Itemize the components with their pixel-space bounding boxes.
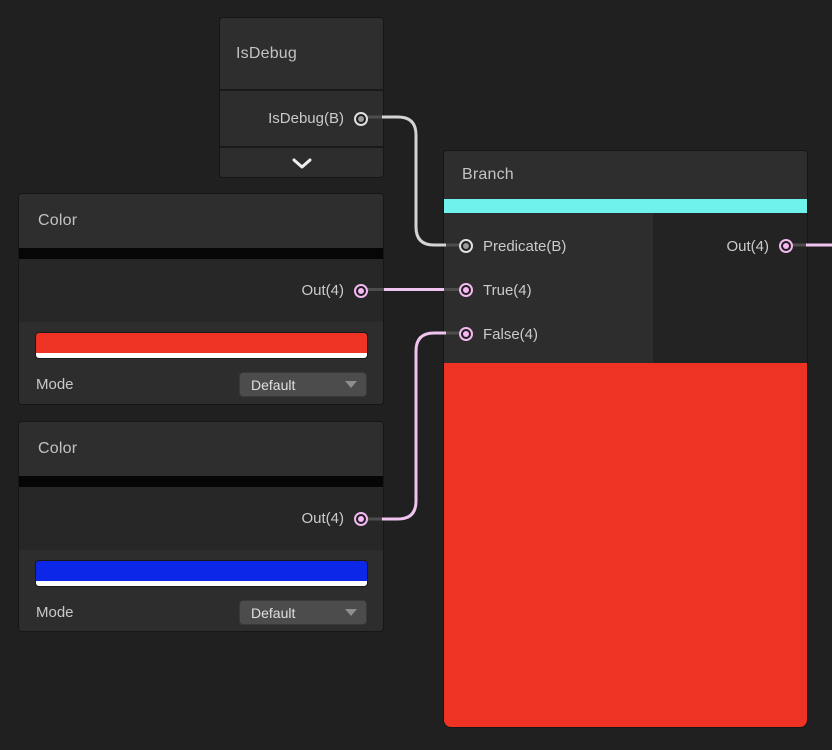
color-chip [36, 333, 367, 353]
chevron-down-icon [292, 158, 311, 169]
branch-ports: Predicate(B) True(4) False(4) Out(4) [444, 213, 807, 363]
node-color-2-header[interactable]: Color [19, 422, 383, 476]
port-in-false[interactable] [459, 327, 473, 341]
node-divider-band [19, 476, 383, 487]
port-label: False(4) [483, 325, 539, 343]
alpha-strip [36, 581, 367, 586]
port-out-color-2[interactable] [354, 511, 368, 526]
mode-row: Mode Default [36, 600, 367, 625]
color-2-output-row: Out(4) [19, 487, 383, 550]
port-dot [358, 287, 364, 294]
port-label: IsDebug(B) [268, 110, 344, 127]
port-label: Out(4) [726, 237, 769, 255]
port-out-branch[interactable] [779, 239, 793, 253]
color-swatch[interactable] [36, 333, 367, 358]
port-label: Out(4) [301, 282, 344, 299]
node-branch[interactable]: Branch Predicate(B) True(4) False(4) [443, 150, 808, 728]
port-label: Out(4) [301, 510, 344, 527]
node-isdebug[interactable]: IsDebug IsDebug(B) [219, 17, 384, 178]
mode-label: Mode [36, 376, 74, 393]
alpha-strip [36, 353, 367, 358]
isdebug-output-row: IsDebug(B) [220, 91, 383, 146]
port-in-true[interactable] [459, 283, 473, 297]
node-title: Color [38, 212, 78, 229]
dropdown-arrow-icon [345, 381, 357, 388]
dropdown-arrow-icon [345, 609, 357, 616]
color-swatch[interactable] [36, 561, 367, 586]
port-dot [783, 243, 789, 249]
node-color-2[interactable]: Color Out(4) Mode Default [18, 421, 384, 632]
node-isdebug-header[interactable]: IsDebug [220, 18, 383, 89]
node-title: Color [38, 440, 78, 457]
port-dot [358, 115, 364, 122]
node-preview[interactable] [444, 363, 807, 727]
branch-output-row: Out(4) [653, 224, 807, 268]
color-chip [36, 561, 367, 581]
port-dot [463, 287, 469, 293]
node-color-1[interactable]: Color Out(4) Mode Default [18, 193, 384, 405]
node-branch-header[interactable]: Branch [444, 151, 807, 199]
color-1-output-row: Out(4) [19, 259, 383, 322]
node-divider-band [19, 248, 383, 259]
branch-input-panel: Predicate(B) True(4) False(4) [444, 213, 653, 363]
mode-dropdown[interactable]: Default [239, 600, 367, 625]
color-2-body: Mode Default [19, 550, 383, 631]
node-title: IsDebug [236, 44, 297, 62]
port-label: Predicate(B) [483, 237, 567, 255]
mode-row: Mode Default [36, 372, 367, 397]
port-dot [463, 331, 469, 337]
port-dot [463, 243, 469, 249]
color-1-body: Mode Default [19, 322, 383, 404]
node-title: Branch [462, 166, 514, 183]
dropdown-value: Default [251, 604, 296, 621]
divider [220, 146, 383, 148]
port-out-color-1[interactable] [354, 283, 368, 298]
branch-input-row: False(4) [444, 312, 653, 356]
branch-input-row: True(4) [444, 268, 653, 312]
port-in-predicate[interactable] [459, 239, 473, 253]
branch-input-row: Predicate(B) [444, 224, 653, 268]
mode-dropdown[interactable]: Default [239, 372, 367, 397]
dropdown-value: Default [251, 376, 296, 393]
precision-accent-bar [444, 199, 807, 213]
divider [220, 89, 383, 91]
branch-output-panel: Out(4) [653, 213, 807, 363]
node-color-1-header[interactable]: Color [19, 194, 383, 248]
port-dot [358, 515, 364, 522]
port-out-isdebug[interactable] [354, 111, 368, 126]
mode-label: Mode [36, 604, 74, 621]
port-label: True(4) [483, 281, 532, 299]
collapse-button[interactable] [220, 148, 383, 177]
